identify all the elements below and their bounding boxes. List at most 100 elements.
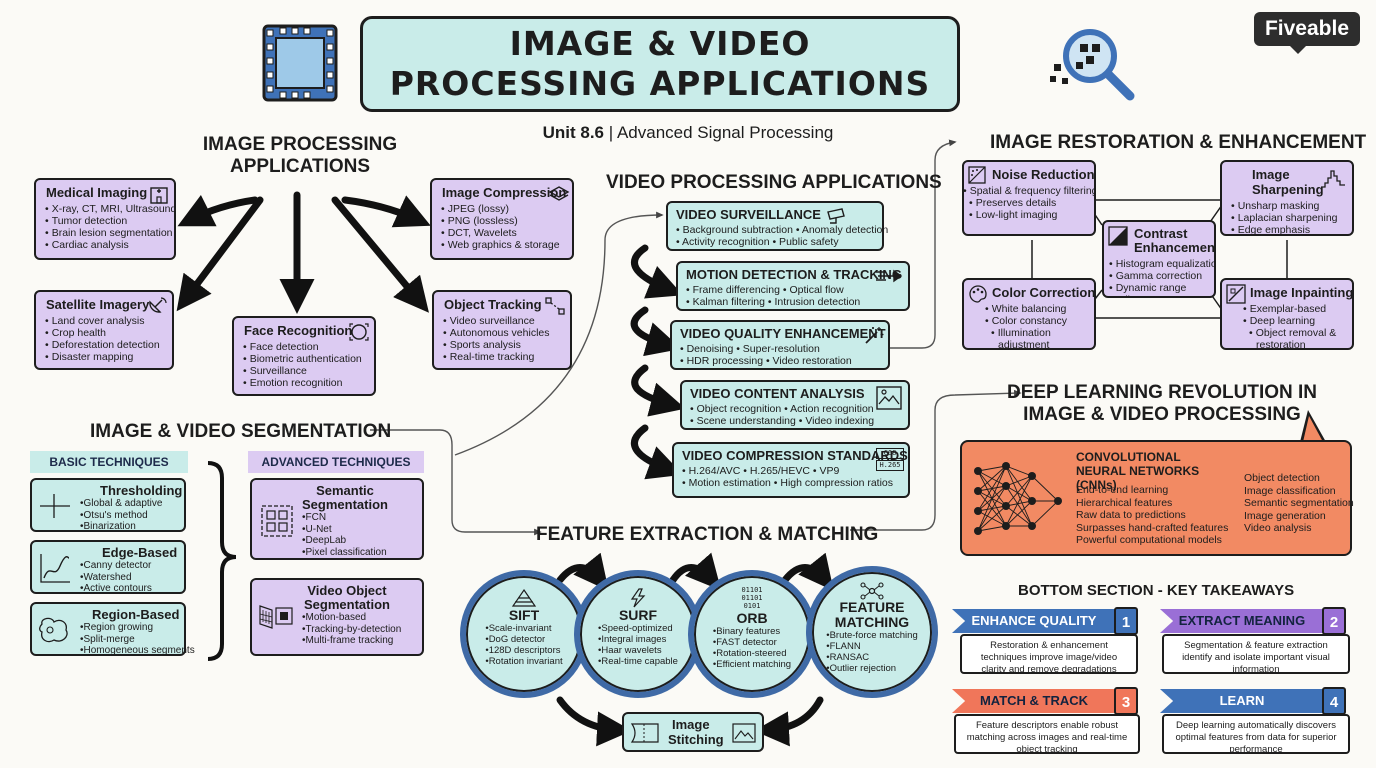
image-inpainting-card[interactable]: Image Inpainting Exemplar-basedDeep lear… (1220, 278, 1354, 350)
palette-icon (969, 285, 987, 303)
thresholding-card[interactable]: Thresholding Global & adaptiveOtsu's met… (30, 478, 186, 532)
card-title: Edge-Based (102, 545, 178, 560)
takeaway-label-1: ENHANCE QUALITY (952, 609, 1116, 633)
image-sharpening-card[interactable]: Image Sharpening Unsharp maskingLaplacia… (1220, 160, 1354, 236)
deep-learning-heading-line2: IMAGE & VIDEO PROCESSING (1023, 404, 1301, 425)
card-line: • Activity recognition • Public safety (676, 236, 839, 248)
video-object-segmentation-card[interactable]: Video Object Segmentation Motion-basedTr… (250, 578, 424, 656)
takeaway-number-2: 2 (1322, 607, 1346, 635)
list-item: Histogram equalization (1110, 258, 1214, 270)
list-item: DCT, Wavelets (442, 227, 565, 239)
list-item: Sports analysis (444, 339, 563, 351)
video-quality-card[interactable]: VIDEO QUALITY ENHANCEMENT • Denoising • … (670, 320, 890, 370)
inpaint-icon (1226, 284, 1246, 304)
list-item: Active contours (80, 583, 178, 595)
list-item: Semantic segmentation (1244, 497, 1354, 509)
cnn-feature-list: End-to-end learning Hierarchical feature… (1076, 484, 1228, 547)
list-item: Surveillance (244, 365, 367, 377)
list-item: Split-merge (80, 634, 178, 646)
image-analysis-icon (876, 386, 902, 410)
cnn-panel[interactable]: CONVOLUTIONAL NEURAL NETWORKS (CNNs) End… (960, 440, 1354, 556)
list-item: DeepLab (302, 535, 416, 547)
card-title: Color Correction (992, 285, 1096, 300)
card-title: VIDEO QUALITY ENHANCEMENT (680, 326, 886, 341)
takeaway-label-4: LEARN REPRESENTATIONS (1160, 689, 1324, 713)
feature-matching-node[interactable]: FEATURE MATCHING Brute-force matchingFLA… (806, 566, 938, 698)
image-apps-heading-line1: IMAGE PROCESSING (202, 134, 398, 155)
list-item: Rotation invariant (485, 656, 563, 667)
video-content-card[interactable]: VIDEO CONTENT ANALYSIS • Object recognit… (680, 380, 910, 430)
list-item: Object removal & restoration (1250, 327, 1342, 348)
image-apps-heading: IMAGE PROCESSING APPLICATIONS (200, 134, 400, 178)
list-item: Image generation (1244, 509, 1326, 522)
camera-icon (827, 208, 845, 224)
card-line: • HDR processing • Video restoration (680, 355, 852, 367)
restoration-heading: IMAGE RESTORATION & ENHANCEMENT (990, 132, 1367, 153)
semantic-segmentation-card[interactable]: Semantic Segmentation FCNU-NetDeepLabPix… (250, 478, 424, 560)
list-item: Deforestation detection (46, 339, 165, 351)
surf-node[interactable]: SURF Speed-optimizedIntegral imagesHaar … (574, 570, 702, 698)
video-surveillance-card[interactable]: VIDEO SURVEILLANCE • Background subtract… (666, 201, 888, 251)
list-item: U-Net (302, 524, 416, 536)
list-item: Dynamic range adjustment (1110, 282, 1214, 296)
list-item: White balancing (974, 303, 1087, 315)
list-item: RANSAC (826, 652, 918, 663)
satellite-imagery-card[interactable]: Satellite Imagery Land cover analysisCro… (34, 290, 174, 370)
node-title: ORB (736, 610, 768, 626)
takeaway-label-3: MATCH & TRACK (952, 689, 1116, 713)
takeaway-text-4: Deep learning automatically discovers op… (1162, 714, 1350, 755)
card-title: Region-Based (92, 607, 180, 622)
list-item: PNG (lossless) (442, 215, 565, 227)
list-item: Global & adaptive (80, 498, 178, 510)
list-item: Deep learning (1232, 315, 1345, 327)
card-title: Face Recognition (244, 323, 353, 338)
callout-tail-fill (1303, 416, 1323, 442)
list-item: Real-time tracking (444, 351, 563, 363)
segmentation-heading: IMAGE & VIDEO SEGMENTATION (90, 421, 392, 442)
takeaway-label-2: EXTRACT MEANING (1160, 609, 1324, 633)
codec-label: C68 (876, 448, 904, 459)
edge-based-card[interactable]: Edge-Based Canny detectorWatershedActive… (30, 540, 186, 594)
card-title: Image Compression (442, 185, 567, 200)
image-stitching-box[interactable]: Image Stitching (622, 712, 764, 752)
list-item: Brute-force matching (826, 630, 918, 641)
list-item: Canny detector (80, 560, 178, 572)
sift-node[interactable]: SIFT Scale-invariantDoG detector128D des… (460, 570, 588, 698)
motion-arrow-icon (876, 269, 903, 283)
object-tracking-card[interactable]: Object Tracking Video surveillanceAutono… (432, 290, 572, 370)
list-item: Cardiac analysis (46, 239, 167, 251)
takeaway-number-4: 4 (1322, 687, 1346, 715)
orb-node[interactable]: 01101 01101 0101 ORB Binary featuresFAST… (688, 570, 816, 698)
face-recognition-card[interactable]: Face Recognition Face detectionBiometric… (232, 316, 376, 396)
face-icon (349, 323, 369, 341)
card-line: • Kalman filtering • Intrusion detection (686, 296, 861, 308)
card-title: Object Tracking (444, 297, 542, 312)
image-compression-card[interactable]: Image Compression JPEG (lossy)PNG (lossl… (430, 178, 574, 260)
card-title: Medical Imaging (46, 185, 148, 200)
list-item: Motion-based (302, 612, 416, 624)
list-item: Rotation-steered (713, 648, 791, 659)
fiveable-logo[interactable]: Fiveable (1254, 12, 1360, 46)
binary-row: 01101 (741, 586, 763, 594)
advanced-techniques-label: ADVANCED TECHNIQUES (248, 451, 424, 473)
list-item: Unsharp masking (1232, 200, 1345, 212)
noise-reduction-card[interactable]: Noise Reduction Spatial & frequency filt… (962, 160, 1096, 236)
takeaway-text-1: Restoration & enhancement techniques imp… (960, 634, 1138, 675)
pyramid-icon (511, 588, 537, 607)
list-item: Haar wavelets (598, 645, 678, 656)
contrast-enhancement-card[interactable]: Contrast Enhancement Histogram equalizat… (1102, 220, 1216, 298)
list-item: Real-time capable (598, 656, 678, 667)
codec-label: H.265 (876, 460, 904, 471)
card-title: Thresholding (100, 483, 183, 498)
region-based-card[interactable]: Region-Based Region growingSplit-mergeHo… (30, 602, 195, 656)
list-item: Pixel classification (302, 547, 416, 559)
medical-imaging-card[interactable]: Medical Imaging X-ray, CT, MRI, Ultrasou… (34, 178, 176, 260)
card-title: Semantic Segmentation (302, 483, 388, 512)
motion-detection-card[interactable]: MOTION DETECTION & TRACKING • Frame diff… (676, 261, 910, 311)
color-correction-card[interactable]: Color Correction White balancingColor co… (962, 278, 1096, 350)
video-compression-card[interactable]: VIDEO COMPRESSION STANDARDS • H.264/AVC … (672, 442, 910, 498)
magic-wand-icon (865, 327, 884, 344)
binary-icon: 01101 01101 0101 (741, 586, 762, 610)
feature-extraction-heading: FEATURE EXTRACTION & MATCHING (536, 524, 879, 545)
list-item: Low-light imaging (970, 209, 1087, 221)
